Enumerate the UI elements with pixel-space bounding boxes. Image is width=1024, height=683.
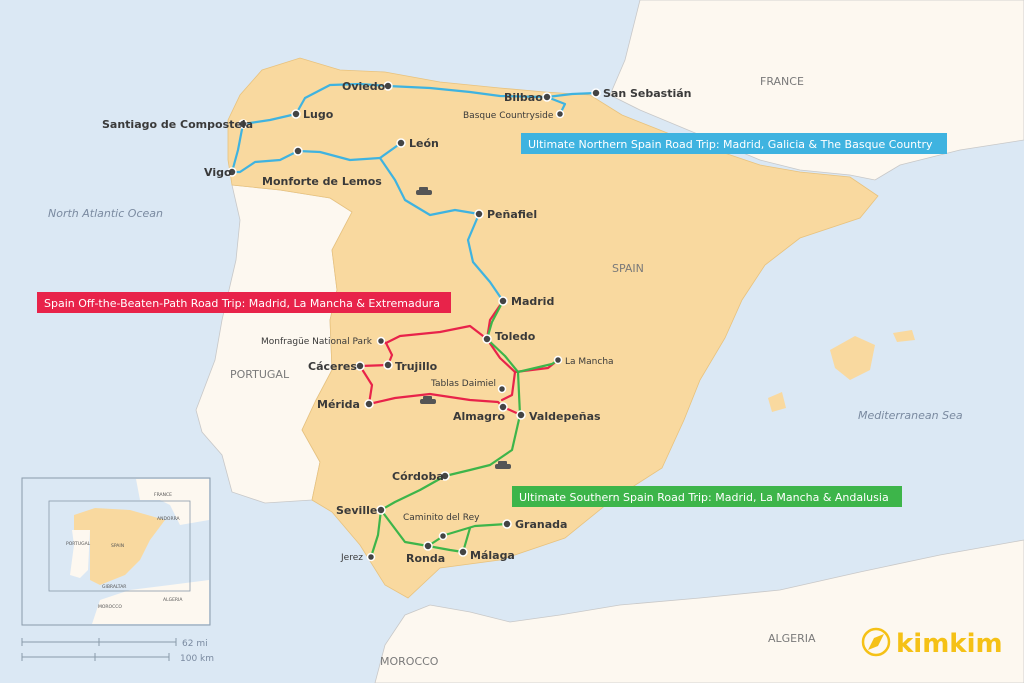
- city-merida: Mérida: [317, 398, 360, 411]
- cities: Oviedo Bilbao San Sebastián Basque Count…: [102, 80, 692, 565]
- inset-france: FRANCE: [154, 492, 172, 498]
- city-san-sebastian: San Sebastián: [603, 87, 692, 100]
- city-dot-san-sebastian[interactable]: [591, 88, 601, 98]
- city-dot-penafiel[interactable]: [474, 209, 484, 219]
- logo-text: kimkim: [896, 629, 1003, 659]
- city-dot-santiago[interactable]: [238, 119, 248, 129]
- inset-portugal: PORTUGAL: [66, 541, 91, 547]
- compass-icon: [861, 627, 891, 657]
- label-france: FRANCE: [760, 75, 804, 88]
- scale-miles: 62 mi: [182, 639, 208, 649]
- city-leon: León: [409, 137, 439, 150]
- city-dot-bilbao[interactable]: [542, 92, 552, 102]
- city-dot-monforte[interactable]: [293, 146, 303, 156]
- city-dot-tablas[interactable]: [497, 384, 507, 394]
- balearic-menorca: [893, 330, 915, 342]
- city-toledo: Toledo: [495, 330, 536, 343]
- city-ronda: Ronda: [406, 552, 445, 565]
- city-trujillo: Trujillo: [395, 360, 438, 373]
- city-tablas: Tablas Daimiel: [430, 379, 496, 389]
- city-dot-leon[interactable]: [396, 138, 406, 148]
- inset-gibraltar: GIBRALTAR: [102, 584, 126, 590]
- city-granada: Granada: [515, 518, 567, 531]
- city-santiago: Santiago de Compostela: [102, 118, 253, 131]
- kimkim-logo: kimkim: [861, 627, 1003, 659]
- southern-route-banner[interactable]: Ultimate Southern Spain Road Trip: Madri…: [512, 486, 902, 507]
- city-vigo: Vigo: [204, 166, 232, 179]
- label-morocco: MOROCCO: [380, 655, 439, 668]
- city-madrid: Madrid: [511, 295, 554, 308]
- city-almagro: Almagro: [453, 410, 505, 423]
- city-dot-merida[interactable]: [364, 399, 374, 409]
- inset-algeria: ALGERIA: [163, 597, 183, 603]
- city-lugo: Lugo: [303, 108, 334, 121]
- city-dot-almagro[interactable]: [498, 402, 508, 412]
- city-dot-monfrague[interactable]: [376, 336, 386, 346]
- northern-route-banner[interactable]: Ultimate Northern Spain Road Trip: Madri…: [521, 133, 947, 154]
- city-dot-madrid[interactable]: [498, 296, 508, 306]
- city-malaga: Málaga: [470, 549, 515, 562]
- city-monforte: Monforte de Lemos: [262, 175, 382, 188]
- city-dot-granada[interactable]: [502, 519, 512, 529]
- offbeat-route-label: Spain Off-the-Beaten-Path Road Trip: Mad…: [44, 297, 440, 310]
- scale-km: 100 km: [180, 654, 214, 664]
- africa-land: [374, 539, 1024, 683]
- northern-route-label: Ultimate Northern Spain Road Trip: Madri…: [528, 138, 933, 151]
- city-cordoba: Córdoba: [392, 470, 444, 483]
- city-seville: Seville: [336, 504, 377, 517]
- city-la-mancha: La Mancha: [565, 357, 614, 367]
- label-spain: SPAIN: [612, 262, 644, 275]
- city-dot-oviedo[interactable]: [383, 81, 393, 91]
- southern-route-label: Ultimate Southern Spain Road Trip: Madri…: [519, 491, 889, 504]
- label-algeria: ALGERIA: [768, 632, 816, 645]
- car-icon: [416, 187, 511, 469]
- city-dot-trujillo[interactable]: [383, 360, 393, 370]
- city-caceres: Cáceres: [308, 360, 357, 373]
- city-dot-vigo[interactable]: [227, 167, 237, 177]
- city-dot-lugo[interactable]: [291, 109, 301, 119]
- inset-spain: SPAIN: [111, 543, 124, 549]
- city-caminito: Caminito del Rey: [403, 513, 480, 523]
- label-atlantic: North Atlantic Ocean: [48, 207, 163, 220]
- inset-morocco: MOROCCO: [98, 604, 122, 610]
- balearic-ibiza: [768, 392, 786, 412]
- city-dot-seville[interactable]: [376, 505, 386, 515]
- city-dot-basque[interactable]: [555, 109, 565, 119]
- city-penafiel: Peñafiel: [487, 208, 537, 221]
- city-dot-toledo[interactable]: [482, 334, 492, 344]
- inset-andorra: ANDORRA: [157, 516, 181, 522]
- city-dot-jerez[interactable]: [366, 552, 376, 562]
- city-basque: Basque Countryside: [463, 111, 554, 121]
- inset-map: FRANCE ANDORRA PORTUGAL SPAIN GIBRALTAR …: [21, 477, 211, 626]
- city-bilbao: Bilbao: [504, 91, 543, 104]
- city-dot-cordoba[interactable]: [440, 471, 450, 481]
- city-valdepenas: Valdepeñas: [529, 410, 601, 423]
- city-monfrague: Monfragüe National Park: [261, 337, 373, 347]
- offbeat-route-banner[interactable]: Spain Off-the-Beaten-Path Road Trip: Mad…: [37, 292, 451, 313]
- city-dot-valdepenas[interactable]: [516, 410, 526, 420]
- balearic-mallorca: [830, 336, 875, 380]
- city-dot-caceres[interactable]: [355, 361, 365, 371]
- scale-bar: [21, 638, 177, 661]
- city-dot-malaga[interactable]: [458, 547, 468, 557]
- city-dot-la-mancha[interactable]: [553, 355, 563, 365]
- city-jerez: Jerez: [340, 553, 363, 563]
- city-dot-ronda[interactable]: [423, 541, 433, 551]
- label-portugal: PORTUGAL: [230, 368, 290, 381]
- label-mediterranean: Mediterranean Sea: [858, 409, 963, 422]
- city-oviedo: Oviedo: [342, 80, 386, 93]
- city-dot-caminito[interactable]: [438, 531, 448, 541]
